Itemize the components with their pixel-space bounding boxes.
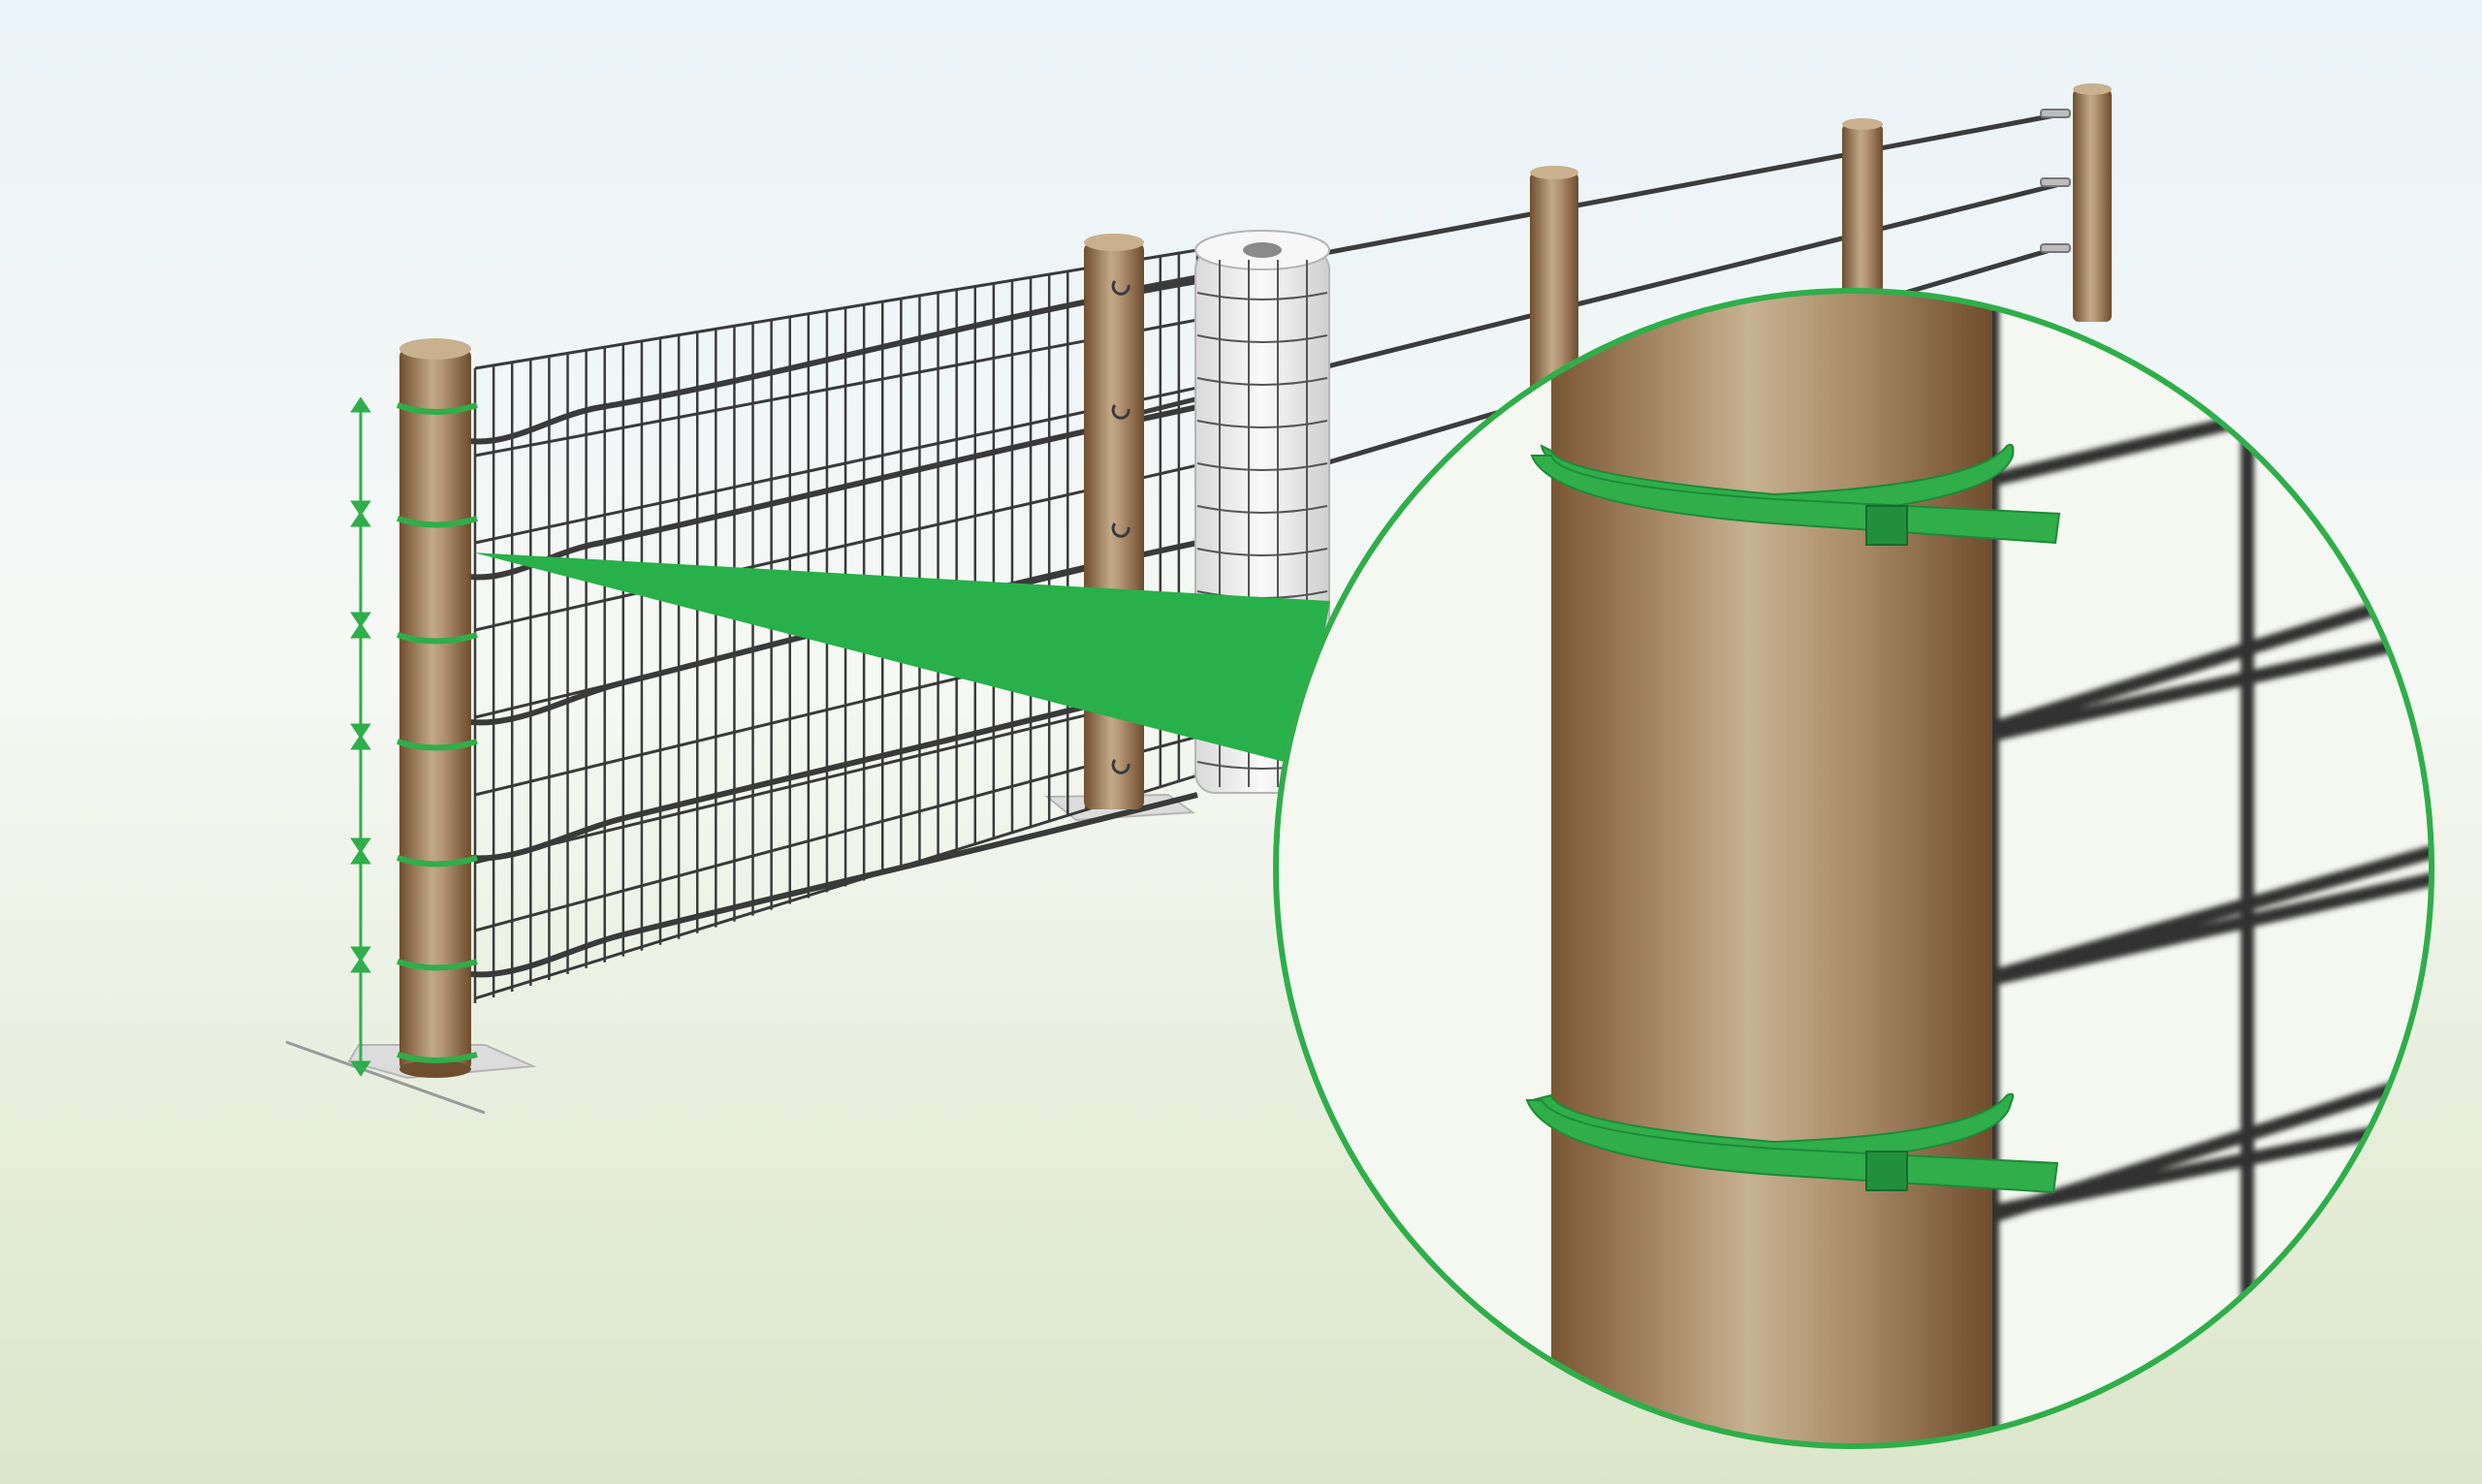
ground-line: [285, 1040, 486, 1115]
arrow-head: [350, 837, 371, 854]
arrow-head: [350, 622, 371, 639]
roll-wrap-line: [1196, 548, 1328, 556]
arrow-head: [350, 734, 371, 750]
post-far-1: [1530, 173, 1578, 395]
magnifier-circle-icon: [1273, 288, 2434, 1449]
arrow-head: [350, 957, 371, 973]
cable-tie-icon: [397, 855, 478, 868]
cable-tie-icon: [1525, 1092, 2059, 1194]
cable-tie-icon: [1530, 443, 2061, 546]
roll-wrap-line: [1196, 505, 1328, 514]
arrow-head: [350, 946, 371, 963]
cable-tie-icon: [397, 632, 478, 645]
arrow-head: [350, 396, 371, 413]
arrow-head: [350, 723, 371, 740]
staple-icon: [1111, 522, 1130, 538]
magnified-post: [1551, 291, 1992, 1446]
cable-tie-icon: [397, 1052, 478, 1063]
staple-icon: [1111, 759, 1130, 774]
front-post-ties: [396, 402, 478, 1063]
roll-wrap-line: [1196, 420, 1328, 428]
staple-icon: [1111, 404, 1130, 420]
cable-tie-icon: [396, 402, 478, 415]
magnifier-ring: [1273, 288, 2434, 1449]
roll-wrap-line: [1196, 292, 1328, 300]
arrow-head: [350, 500, 371, 517]
spacing-arrow-icon: [350, 396, 371, 1077]
arrow-head: [350, 848, 371, 865]
staple-icon: [1111, 280, 1130, 296]
post-far-2: [1842, 124, 1883, 318]
cable-tie-icon: [397, 516, 478, 528]
callout-pointer: [473, 553, 1330, 766]
roll-wrap-line: [1196, 334, 1328, 343]
cable-tie-icon: [397, 739, 478, 751]
arrow-head: [350, 612, 371, 628]
roll-wrap-line: [1196, 462, 1328, 471]
far-posts: [1530, 83, 2112, 395]
arrow-head: [350, 1060, 371, 1077]
cable-tie-icon: [397, 959, 478, 971]
post-far-3: [2073, 89, 2112, 322]
post-front: [396, 338, 478, 1078]
arrow-head: [350, 511, 371, 527]
roll-wrap-line: [1196, 377, 1328, 386]
